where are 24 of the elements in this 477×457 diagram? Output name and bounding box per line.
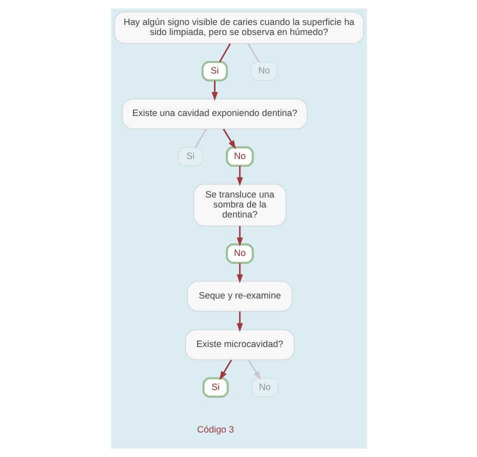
arrow	[222, 128, 236, 150]
node-box: No	[250, 62, 277, 81]
arrow	[236, 166, 242, 186]
arrow	[236, 263, 242, 284]
node-box: Si	[202, 377, 228, 398]
arrow	[236, 311, 242, 332]
connector	[194, 128, 206, 148]
node-box: Existe una cavidad exponiendo dentina?	[121, 98, 308, 130]
connector	[218, 43, 230, 62]
node-box: Si	[177, 146, 203, 166]
arrow	[247, 360, 260, 380]
arrow	[236, 226, 242, 246]
node-box: Se transluce una sombra de la dentina?	[192, 184, 286, 226]
arrow	[211, 80, 218, 101]
node-box: No	[225, 146, 254, 167]
node-box: Si	[201, 60, 228, 82]
node-box: No	[251, 378, 278, 398]
node-box: No	[225, 243, 254, 264]
arrow	[218, 360, 232, 380]
node-box: Seque y re-examine	[186, 280, 292, 312]
node-box: Existe microcavidad?	[184, 329, 294, 360]
label: Código 3	[196, 424, 234, 434]
connector	[246, 43, 260, 62]
node-box: Hay algún signo visible de caries cuando la superficie ha sido limpiada, pero se observa en húmedo?	[113, 11, 364, 44]
